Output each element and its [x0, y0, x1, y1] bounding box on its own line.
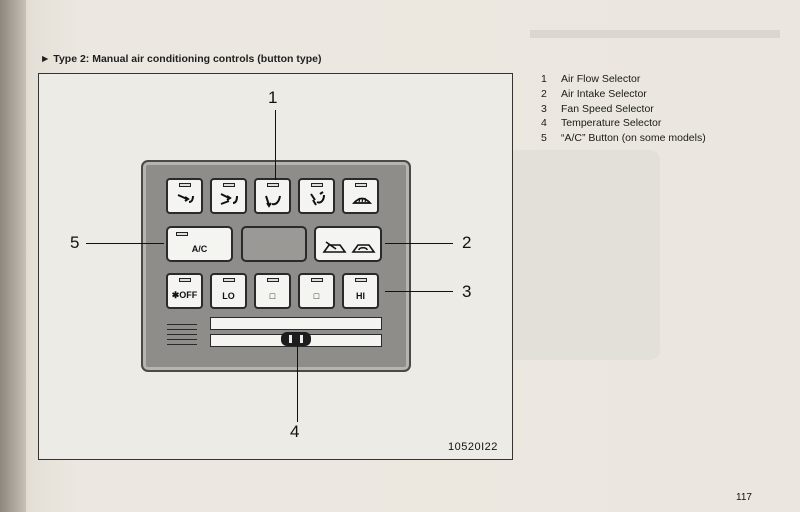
callout-4: 4	[290, 422, 300, 441]
bleed-through-text	[530, 30, 780, 38]
temperature-scale	[210, 317, 382, 330]
fan-off-button[interactable]: ✱OFF	[166, 273, 203, 309]
fan-hi-button[interactable]: HI	[342, 273, 379, 309]
indicator-light	[266, 278, 279, 282]
air-flow-foot-button[interactable]	[254, 178, 291, 214]
air-flow-bilevel-button[interactable]	[210, 178, 247, 214]
indicator-light	[176, 232, 188, 236]
defroster-icon	[351, 197, 373, 204]
ac-button-label: A/C	[191, 244, 208, 254]
callout-line-1	[275, 110, 276, 180]
indicator-light	[310, 183, 323, 187]
face-vent-icon	[177, 194, 194, 203]
indicator-light	[222, 183, 235, 187]
grille-line	[167, 339, 197, 340]
grille-line	[167, 334, 197, 335]
callout-2: 2	[462, 233, 472, 252]
section-title: ► Type 2: Manual air conditioning contro…	[40, 53, 322, 65]
indicator-light	[178, 278, 191, 282]
grille-line	[167, 324, 197, 325]
indicator-light	[178, 183, 191, 187]
callout-1: 1	[268, 88, 278, 107]
fresh-air-icon	[322, 241, 347, 253]
blank-panel	[241, 226, 307, 262]
indicator-light	[222, 278, 235, 282]
fan-lo-button[interactable]: LO	[210, 273, 247, 309]
recirculation-icon	[351, 244, 376, 253]
callout-3: 3	[462, 282, 472, 301]
grille-line	[167, 329, 197, 330]
fan-hi-label: HI	[356, 291, 365, 301]
callout-line-3	[385, 291, 453, 292]
air-flow-foot-defrost-button[interactable]	[298, 178, 335, 214]
indicator-light	[310, 278, 323, 282]
ac-button[interactable]: A/C	[166, 226, 233, 262]
foot-defrost-icon	[310, 191, 325, 206]
indicator-light	[354, 183, 367, 187]
fan-off-label: ✱OFF	[171, 290, 198, 300]
bi-level-icon	[220, 193, 238, 205]
foot-icon	[265, 195, 281, 208]
temperature-slider-knob[interactable]	[281, 332, 311, 346]
figure-code: 10520I22	[448, 441, 498, 453]
page-binding	[0, 0, 26, 512]
air-flow-face-button[interactable]	[166, 178, 203, 214]
fan-speed-3-button[interactable]: □	[298, 273, 335, 309]
callout-line-2	[385, 243, 453, 244]
legend-item: 5“A/C” Button (on some models)	[541, 132, 706, 145]
callout-line-5	[86, 243, 164, 244]
air-intake-button[interactable]	[314, 226, 382, 262]
callout-5: 5	[70, 233, 80, 252]
fan-speed-2-label: □	[269, 291, 276, 301]
fan-icon: ✱	[171, 290, 180, 300]
grille-line	[167, 344, 197, 345]
fan-speed-3-label: □	[313, 291, 320, 301]
fan-speed-2-button[interactable]: □	[254, 273, 291, 309]
indicator-light	[354, 278, 367, 282]
callout-line-4	[297, 346, 298, 422]
indicator-light	[266, 183, 279, 187]
fan-lo-label: LO	[222, 291, 235, 301]
page-number: 117	[736, 492, 752, 503]
air-flow-defroster-button[interactable]	[342, 178, 379, 214]
